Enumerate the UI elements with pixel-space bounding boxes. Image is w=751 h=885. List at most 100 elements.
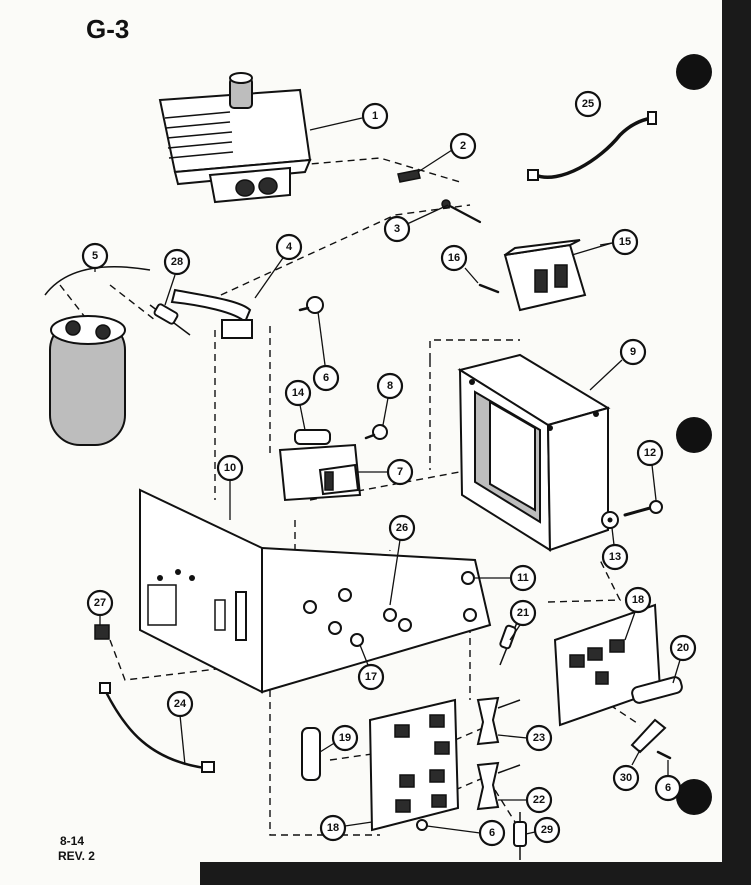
callout-23[interactable]: 23 [525, 724, 553, 752]
relay-transformer-part [503, 239, 587, 312]
screw-8-part [364, 424, 388, 440]
screw-6c-part [656, 750, 672, 760]
svg-text:10: 10 [224, 462, 236, 474]
screw-6-part [298, 296, 324, 314]
callout-1[interactable]: 1 [361, 102, 389, 130]
svg-text:19: 19 [339, 732, 351, 744]
svg-text:7: 7 [397, 466, 403, 478]
magnetron-part [158, 72, 312, 204]
high-voltage-transformer-part [457, 353, 611, 552]
svg-text:26: 26 [396, 522, 408, 534]
callout-15[interactable]: 15 [611, 228, 639, 256]
callout-3[interactable]: 3 [383, 215, 411, 243]
svg-text:8: 8 [387, 380, 393, 392]
svg-text:18: 18 [327, 822, 339, 834]
svg-text:28: 28 [171, 256, 183, 268]
wire-lead-part [527, 111, 657, 181]
svg-text:15: 15 [619, 236, 631, 248]
callout-13[interactable]: 13 [601, 543, 629, 571]
screw-11-part [461, 571, 475, 585]
svg-text:18: 18 [632, 594, 644, 606]
svg-text:11: 11 [517, 572, 529, 584]
leader-lines [94, 117, 681, 835]
svg-text:1: 1 [372, 110, 378, 122]
callout-22[interactable]: 22 [525, 786, 553, 814]
screw-6b-part [416, 819, 428, 831]
callout-6b[interactable]: 6 [478, 819, 506, 847]
svg-text:12: 12 [644, 447, 656, 459]
callout-2[interactable]: 2 [449, 132, 477, 160]
callout-4[interactable]: 4 [275, 233, 303, 261]
binder-hole-bottom [676, 779, 712, 815]
callouts: 1 2 3 4 5 28 25 15 16 6 9 14 8 7 12 13 1… [81, 90, 697, 847]
callout-10[interactable]: 10 [216, 454, 244, 482]
svg-text:25: 25 [582, 98, 594, 110]
svg-text:27: 27 [94, 597, 106, 609]
callout-28[interactable]: 28 [163, 248, 191, 276]
high-voltage-capacitor-part [44, 266, 151, 446]
svg-text:16: 16 [448, 252, 460, 264]
callout-9[interactable]: 9 [619, 338, 647, 366]
bolt-12-part [623, 500, 663, 517]
nut-17-part [350, 633, 364, 647]
svg-text:6: 6 [323, 372, 329, 384]
right-edge-shadow [722, 0, 751, 885]
fuse-holder-board-lower [368, 698, 460, 832]
base-plate-part [139, 488, 492, 694]
svg-text:14: 14 [292, 387, 305, 399]
page-number: 8-14 [60, 834, 84, 848]
callout-19[interactable]: 19 [331, 724, 359, 752]
callout-6a[interactable]: 6 [312, 364, 340, 392]
callout-8[interactable]: 8 [376, 372, 404, 400]
callout-7[interactable]: 7 [386, 458, 414, 486]
callout-16[interactable]: 16 [440, 244, 468, 272]
page-title: G-3 [86, 14, 129, 44]
fuse-19-part [301, 727, 321, 781]
svg-text:23: 23 [533, 732, 545, 744]
callout-14[interactable]: 14 [284, 379, 312, 407]
svg-text:20: 20 [677, 642, 689, 654]
svg-text:5: 5 [92, 250, 98, 262]
callout-18b[interactable]: 18 [319, 814, 347, 842]
fuse-20-part [631, 676, 683, 704]
noise-suppressor-part [294, 429, 331, 445]
svg-text:4: 4 [286, 241, 293, 253]
callout-26[interactable]: 26 [388, 514, 416, 542]
callout-5[interactable]: 5 [81, 242, 109, 270]
revision-label: REV. 2 [58, 849, 95, 863]
svg-text:9: 9 [630, 346, 636, 358]
washer-13-part [601, 511, 619, 529]
monitor-switch-part [278, 443, 362, 502]
ferrite-23-part [476, 696, 521, 746]
callout-21[interactable]: 21 [509, 599, 537, 627]
callout-20[interactable]: 20 [669, 634, 697, 662]
callout-18a[interactable]: 18 [624, 586, 652, 614]
svg-text:17: 17 [365, 671, 377, 683]
svg-text:2: 2 [460, 140, 466, 152]
svg-text:21: 21 [517, 607, 529, 619]
callout-6c[interactable]: 6 [654, 774, 682, 802]
svg-text:6: 6 [489, 827, 495, 839]
fuse-clip-30-part [630, 718, 667, 754]
callout-25[interactable]: 25 [574, 90, 602, 118]
callout-27[interactable]: 27 [86, 589, 114, 617]
binder-hole-middle [676, 417, 712, 453]
fuse-clip-part [397, 169, 421, 183]
callout-24[interactable]: 24 [166, 690, 194, 718]
binder-hole-top [676, 54, 712, 90]
callout-12[interactable]: 12 [636, 439, 664, 467]
svg-text:24: 24 [174, 698, 187, 710]
callout-11[interactable]: 11 [509, 564, 537, 592]
callout-17[interactable]: 17 [357, 663, 385, 691]
clip-27-part [94, 624, 110, 640]
callout-29[interactable]: 29 [533, 816, 561, 844]
ferrite-22-part [476, 761, 521, 811]
callout-30[interactable]: 30 [612, 764, 640, 792]
capacitor-band-part [170, 288, 253, 339]
hv-diode-part [149, 303, 191, 336]
ground-wire-part [99, 682, 215, 773]
svg-text:22: 22 [533, 794, 545, 806]
bottom-edge-shadow [200, 862, 751, 885]
svg-text:3: 3 [394, 223, 400, 235]
